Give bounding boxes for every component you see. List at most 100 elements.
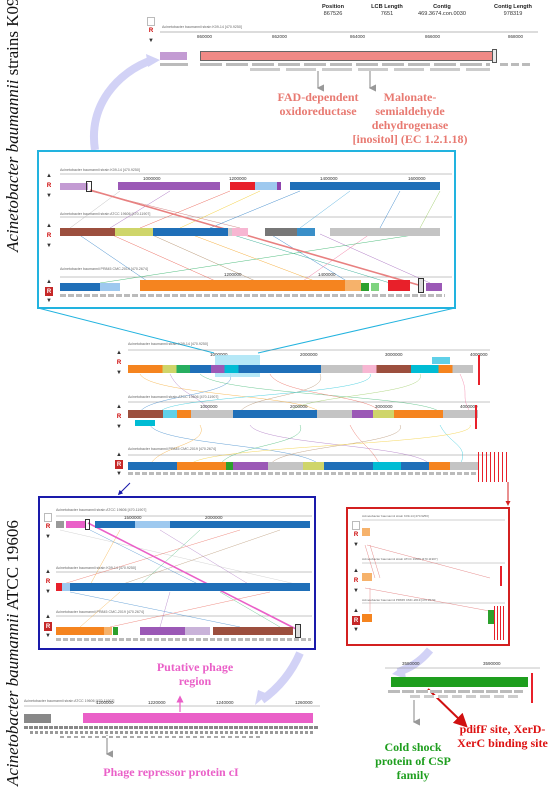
top-block-lavender[interactable] (160, 52, 187, 60)
bp-k09-light[interactable] (62, 583, 70, 591)
p1-atcc-gray1[interactable] (228, 228, 232, 236)
p1-k09-red[interactable] (230, 182, 255, 190)
bp-ref-purple[interactable] (140, 627, 185, 635)
phage-gray-block[interactable] (24, 714, 51, 723)
p1-ref-orange[interactable] (140, 280, 345, 291)
rp-r2-up[interactable]: ▲ (353, 568, 359, 574)
rp-r1-down[interactable]: ▼ (353, 542, 359, 548)
phage-pink-block[interactable] (83, 713, 313, 723)
ov-r3-down[interactable]: ▼ (116, 471, 122, 477)
bp-atcc-blue[interactable] (95, 521, 135, 528)
bp-r3-reverse[interactable]: R (44, 622, 52, 631)
rp-atcc-red[interactable] (500, 566, 502, 586)
bp-r3-up[interactable]: ▲ (45, 614, 51, 620)
ov-atcc-cyan[interactable] (135, 420, 155, 426)
rp-r1-reverse[interactable]: R (353, 532, 359, 538)
ov-r3-up[interactable]: ▲ (116, 452, 122, 458)
p1-r1-reverse[interactable]: R (46, 183, 52, 189)
bp-r1-reverse[interactable]: R (45, 524, 51, 530)
p1-atcc-gray2[interactable] (330, 228, 440, 236)
p1-ref-green2[interactable] (371, 283, 379, 291)
cold-red-marker[interactable] (531, 673, 533, 703)
p1-r3-down[interactable]: ▼ (46, 298, 52, 304)
bp-ref-lilac[interactable] (185, 627, 210, 635)
p1-k09-violet[interactable] (277, 182, 281, 190)
ov-atcc-row[interactable] (128, 410, 478, 418)
rp-ref-red-lines[interactable] (494, 606, 506, 640)
bp-ref-selected[interactable] (295, 624, 301, 638)
top-reverse-button[interactable]: R (148, 28, 154, 34)
ov-r2-up[interactable]: ▲ (116, 404, 122, 410)
top-block-salmon-selected[interactable] (200, 51, 495, 61)
ov-k09-row[interactable] (128, 365, 473, 373)
p1-r2-down[interactable]: ▼ (46, 243, 52, 249)
rp-ref-green-band[interactable] (488, 610, 494, 624)
rp-ref-orange[interactable] (362, 614, 372, 622)
bp-ref-brown[interactable] (213, 627, 293, 635)
p1-r3-up[interactable]: ▲ (46, 279, 52, 285)
ov-r2-down[interactable]: ▼ (116, 424, 122, 430)
top-row-select-box[interactable] (147, 17, 155, 26)
ov-r1-reverse[interactable]: R (116, 360, 122, 366)
rp-atcc-peach[interactable] (362, 573, 372, 581)
p1-r2-up[interactable]: ▲ (46, 223, 52, 229)
rp-r2-reverse[interactable]: R (353, 578, 359, 584)
bp-r3-down[interactable]: ▼ (45, 633, 51, 639)
p1-ref-red[interactable] (388, 280, 410, 291)
ov-ref-row[interactable] (128, 462, 478, 470)
ov-r1-down[interactable]: ▼ (116, 370, 122, 376)
bp-r1-down[interactable]: ▼ (45, 534, 51, 540)
bp-atcc-gray[interactable] (56, 521, 64, 528)
p1-k09-selected[interactable] (86, 181, 92, 192)
bp-r2-reverse[interactable]: R (45, 579, 51, 585)
p1-r1-up[interactable]: ▲ (46, 173, 52, 179)
bp-atcc-light[interactable] (135, 521, 170, 528)
ov-k09-cyan-top[interactable] (432, 357, 450, 364)
bp-ref-orange[interactable] (56, 627, 104, 635)
ov-r3-reverse[interactable]: R (115, 460, 123, 469)
p1-ref-peach[interactable] (345, 280, 361, 291)
ov-k09-red-marker[interactable] (478, 355, 480, 385)
p1-r1-down[interactable]: ▼ (46, 193, 52, 199)
p1-r2-reverse[interactable]: R (46, 233, 52, 239)
rp-k09-peach[interactable] (362, 528, 370, 536)
rp-r3-up[interactable]: ▲ (353, 608, 359, 614)
bp-atcc-pink[interactable] (66, 521, 86, 528)
bp-r2-down[interactable]: ▼ (45, 589, 51, 595)
bp-atcc-blue2[interactable] (170, 521, 310, 528)
p1-k09-lightblue[interactable] (255, 182, 277, 190)
p1-atcc-brown[interactable] (60, 228, 115, 236)
top-block-selected-end[interactable] (492, 49, 497, 63)
cold-green-block[interactable] (391, 677, 528, 687)
p1-ref-green[interactable] (361, 283, 369, 291)
rp-r1-box[interactable] (352, 521, 360, 530)
bp-ref-peach[interactable] (104, 627, 112, 635)
p1-atcc-olive[interactable] (115, 228, 153, 236)
p1-r3-reverse[interactable]: R (45, 287, 53, 296)
bp-r2-up[interactable]: ▲ (45, 569, 51, 575)
bp-ref-green[interactable] (113, 627, 118, 635)
ov-atcc-red-marker[interactable] (475, 405, 477, 429)
bp-r1-box[interactable] (44, 513, 52, 522)
bp-k09-blue[interactable] (70, 583, 310, 591)
p1-ref-blue[interactable] (60, 283, 100, 291)
rp-r2-down[interactable]: ▼ (353, 588, 359, 594)
top-move-down-button[interactable]: ▼ (148, 38, 154, 44)
p1-k09-lavender[interactable] (60, 183, 88, 190)
ov-ref-red-lines[interactable] (478, 452, 510, 482)
p1-atcc-teal[interactable] (297, 228, 315, 236)
rp-r3-down[interactable]: ▼ (353, 627, 359, 633)
p1-ref-purple[interactable] (426, 283, 442, 291)
p1-k09-blue[interactable] (290, 182, 440, 190)
p1-atcc-pink[interactable] (232, 228, 248, 236)
rp-r3-reverse[interactable]: R (352, 616, 360, 625)
bp-atcc-selected[interactable] (85, 519, 90, 530)
p1-ref-lightblue[interactable] (100, 283, 120, 291)
p1-atcc-blue[interactable] (153, 228, 228, 236)
p1-atcc-darkgray[interactable] (265, 228, 297, 236)
ov-r1-up[interactable]: ▲ (116, 350, 122, 356)
bp-k09-red[interactable] (56, 583, 64, 591)
p1-k09-purple[interactable] (118, 182, 220, 190)
ov-r2-reverse[interactable]: R (116, 414, 122, 420)
p1-ref-selected[interactable] (418, 278, 424, 293)
